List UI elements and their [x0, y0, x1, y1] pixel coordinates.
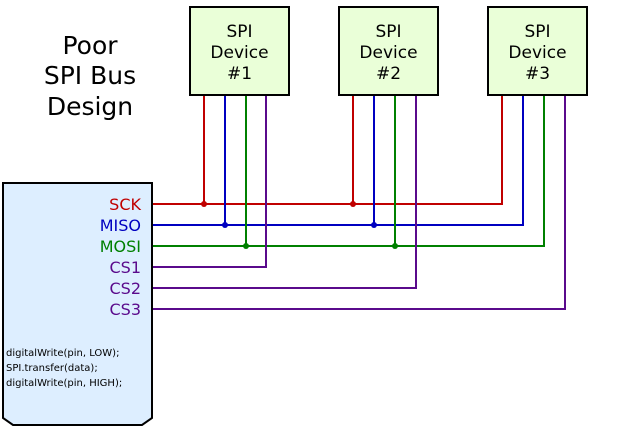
diagram-title: Poor SPI Bus Design [44, 31, 136, 121]
device-label-line: SPI [524, 22, 550, 42]
code-line: digitalWrite(pin, HIGH); [6, 378, 122, 389]
pin-label-mosi: MOSI [100, 237, 141, 256]
pin-label-cs1: CS1 [109, 258, 141, 277]
device-box [338, 6, 439, 96]
title-line-2: SPI Bus [44, 61, 136, 90]
device-box [189, 6, 290, 96]
spi-device-3: SPI Device #3 [487, 6, 588, 96]
wires [152, 96, 566, 310]
pin-label-cs2: CS2 [109, 279, 141, 298]
device-label-line: SPI [226, 22, 252, 42]
device-label-line: Device [508, 43, 566, 63]
pin-label-miso: MISO [100, 216, 141, 235]
controller-box [2, 182, 153, 426]
spi-controller: SCK MISO MOSI CS1 CS2 CS3 digitalWrite(p… [2, 182, 153, 426]
device-label-line: #1 [227, 64, 252, 84]
junction-dot [222, 222, 228, 228]
junction-dot [243, 243, 249, 249]
junction-dot [201, 201, 207, 207]
wire-cs1 [152, 96, 267, 268]
wire-cs2 [152, 96, 417, 289]
device-label-line: SPI [375, 22, 401, 42]
spi-device-1: SPI Device #1 [189, 6, 290, 96]
junction-dot [350, 201, 356, 207]
device-label-line: Device [210, 43, 268, 63]
title-line-3: Design [47, 92, 133, 121]
junction-dot [392, 243, 398, 249]
code-line: digitalWrite(pin, LOW); [6, 348, 119, 359]
spi-device-2: SPI Device #2 [338, 6, 439, 96]
device-label-line: #3 [525, 64, 550, 84]
junction-dot [371, 222, 377, 228]
wire-mosi [152, 96, 545, 247]
wire-sck [152, 96, 503, 205]
device-box [487, 6, 588, 96]
junctions [201, 201, 398, 249]
pin-label-sck: SCK [109, 195, 141, 214]
title-line-1: Poor [62, 31, 118, 60]
pin-label-cs3: CS3 [109, 300, 141, 319]
device-label-line: #2 [376, 64, 401, 84]
wire-cs3 [152, 96, 566, 310]
code-line: SPI.transfer(data); [6, 363, 98, 374]
device-label-line: Device [359, 43, 417, 63]
wire-miso [152, 96, 524, 226]
